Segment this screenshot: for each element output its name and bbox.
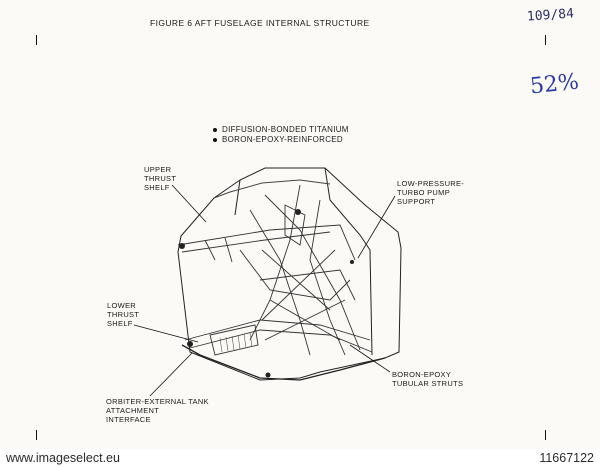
strut [239,249,351,301]
watermark-bar: www.imageselect.eu 11667122 [0,449,600,467]
callout-upper-thrust-shelf: UPPER THRUST SHELF [144,165,177,192]
leader-line-low-pressure-turbo-pump [357,195,396,259]
leader-line-lower-thrust-shelf [133,324,199,343]
lower-thrust-shelf-beam [184,319,371,341]
crop-mark-top-right [545,35,546,45]
callout-boron-epoxy-tubular-struts: BORON-EPOXY TUBULAR STRUTS [392,370,464,388]
fuselage-inner-shell [234,167,373,356]
legend-label: DIFFUSION-BONDED TITANIUM [222,125,349,134]
watermark-id: 11667122 [539,451,594,465]
strut [261,249,336,321]
attachment-hatching [219,332,253,353]
leader-line-upper-thrust-shelf [171,184,207,223]
figure-title: FIGURE 6 AFT FUSELAGE INTERNAL STRUCTURE [150,18,370,28]
upper-thrust-shelf-beam-2 [181,231,331,253]
bullet-icon [213,127,217,132]
attachment-fitting [209,324,259,356]
lower-thrust-shelf-beam-2 [189,329,373,353]
strut [309,199,346,356]
crop-mark-top-left [36,35,37,45]
leader-line-orbiter-attachment [149,352,193,397]
strut [249,209,311,356]
fuselage-rim [213,179,331,199]
crop-mark-bottom-left [36,430,37,440]
upper-thrust-shelf-beam [177,224,356,261]
fitting-node [350,260,354,264]
bullet-icon [213,137,217,142]
strut [204,237,233,263]
callout-orbiter-attachment-interface: ORBITER-EXTERNAL TANK ATTACHMENT INTERFA… [106,397,209,424]
crop-mark-bottom-right [545,430,546,440]
callout-low-pressure-turbo-pump-support: LOW-PRESSURE- TURBO PUMP SUPPORT [397,179,465,206]
fuselage-bottom-edge [181,344,386,381]
leader-line-boron-epoxy-struts [349,344,391,373]
legend-label: BORON-EPOXY-REINFORCED [222,135,343,144]
strut [264,299,346,341]
fitting-node [295,209,301,215]
callout-lower-thrust-shelf: LOWER THRUST SHELF [107,301,140,328]
fitting-node [179,243,185,249]
legend-item: BORON-EPOXY-REINFORCED [213,135,349,145]
legend-item: DIFFUSION-BONDED TITANIUM [213,125,349,135]
watermark-site: www.imageselect.eu [6,451,120,465]
fitting-node [265,372,271,378]
fitting-node [187,341,193,347]
material-legend: DIFFUSION-BONDED TITANIUM BORON-EPOXY-RE… [213,125,349,145]
strut [259,269,356,301]
